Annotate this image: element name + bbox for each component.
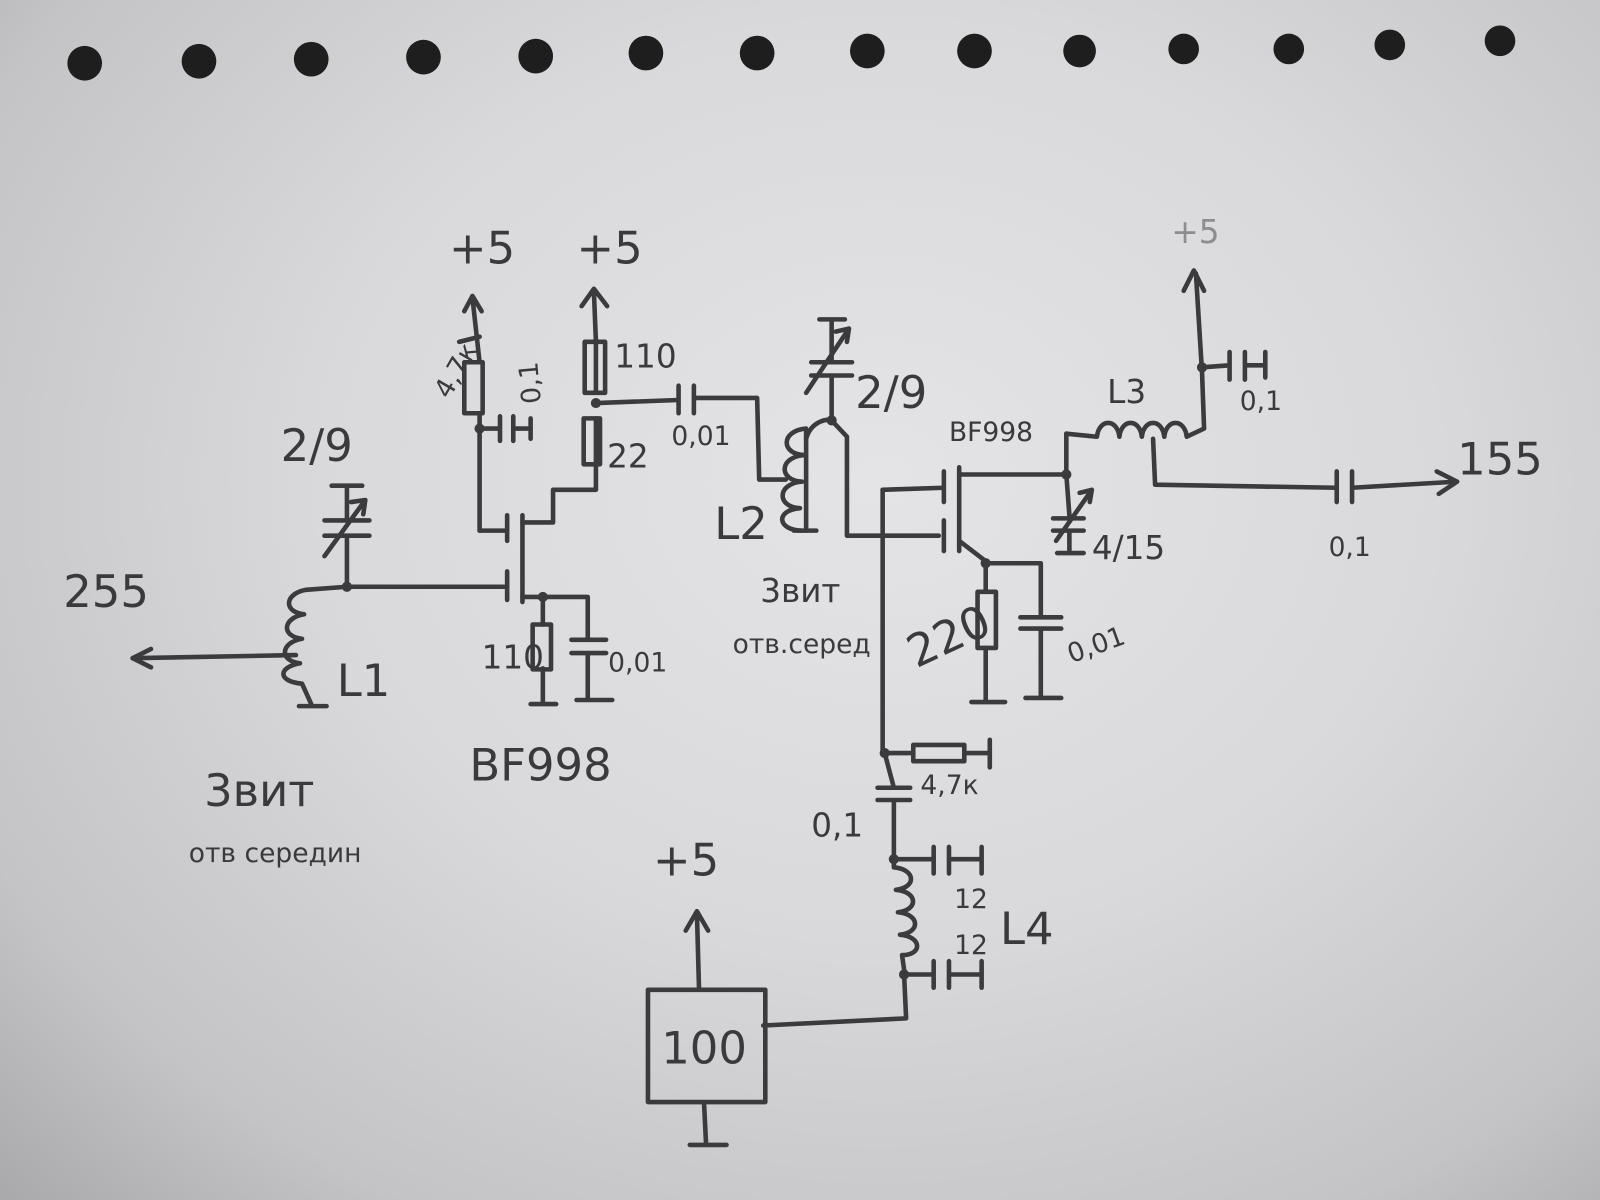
resistor-value: 110 [482, 638, 544, 676]
supply-label: +5 [1171, 213, 1219, 251]
tank-l2 [780, 317, 942, 539]
transistor-1 [477, 461, 615, 707]
transistor-label: BF998 [469, 739, 611, 792]
gate2-bias-1 [456, 293, 533, 533]
coil-note: отв середин [189, 838, 362, 869]
capacitor-value: 0,1 [811, 807, 863, 845]
oscillator-label: 100 [661, 1021, 747, 1074]
capacitor-value: 12 [954, 930, 988, 961]
coil-note: 3вит [760, 572, 840, 610]
transistor-2 [880, 431, 1095, 756]
varicap-value: 2/9 [855, 366, 927, 419]
supply-label: +5 [577, 221, 643, 274]
coil-label: L2 [714, 497, 768, 550]
resistor-value: 22 [607, 437, 649, 475]
varicap-value: 2/9 [281, 419, 353, 472]
varicap-value: 4/15 [1092, 529, 1165, 567]
supply-label: +5 [449, 221, 515, 274]
tank-l3 [1064, 268, 1460, 505]
input-frequency: 255 [63, 565, 149, 618]
transistor-label: BF998 [949, 417, 1033, 448]
capacitor-value: 0,01 [1063, 621, 1129, 670]
resistor-value: 4,7к [920, 770, 978, 801]
coil-note: отв.серед [733, 629, 871, 660]
resistor-value: 110 [614, 337, 676, 375]
capacitor-value: 0,1 [1329, 532, 1371, 563]
supply-label: +5 [653, 834, 719, 887]
capacitor-value: 12 [954, 884, 988, 915]
capacitor-value: 0,01 [608, 647, 667, 678]
coil-label: L3 [1107, 373, 1146, 411]
output-frequency: 155 [1457, 432, 1543, 485]
coil-label: L1 [337, 654, 391, 707]
capacitor-value: 0,1 [1240, 386, 1282, 417]
input-tank-l1 [130, 483, 510, 709]
capacitor-value: 0,01 [671, 421, 730, 452]
drain-supply-1 [579, 286, 789, 482]
capacitor-value: 0,1 [513, 360, 548, 405]
oscillator-coupling [645, 737, 993, 1148]
coil-note: 3вит [204, 764, 314, 817]
binder-holes [67, 25, 1516, 81]
coil-label: L4 [1000, 902, 1054, 955]
